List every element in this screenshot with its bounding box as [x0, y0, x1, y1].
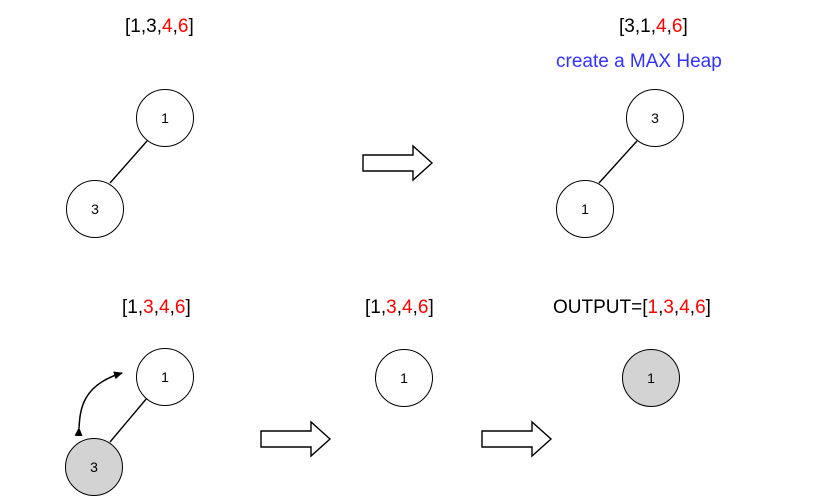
array-token: 6 [671, 16, 683, 37]
tree-node-root-step3: 1 [136, 348, 194, 406]
array-token: ] [705, 297, 711, 318]
array-token: 4 [159, 297, 170, 318]
array-token: [ [642, 297, 648, 318]
array-label-step1: [1,3,4,6] [125, 16, 194, 38]
edge-step1 [109, 140, 148, 184]
tree-node-child-step3-removed: 3 [65, 438, 123, 496]
array-token: , [634, 16, 641, 37]
array-token: 4 [656, 16, 667, 37]
edge-step2 [598, 140, 638, 184]
array-token: , [666, 16, 672, 37]
array-token: 3 [146, 16, 157, 37]
array-token: 3 [143, 297, 154, 318]
array-token: , [172, 16, 178, 37]
array-token: 3 [663, 297, 674, 318]
array-token: 4 [162, 16, 173, 37]
array-token: , [137, 297, 144, 318]
array-token: , [650, 16, 656, 37]
array-token: , [689, 297, 696, 318]
array-token: ] [185, 297, 191, 318]
array-token: 6 [174, 297, 186, 318]
array-token: [ [122, 297, 128, 318]
transition-arrow-2 [260, 420, 332, 458]
array-token: [ [619, 16, 625, 37]
array-token: 4 [679, 297, 690, 318]
array-label-step4: [1,3,4,6] [365, 297, 434, 319]
array-token: 1 [370, 297, 381, 318]
array-token: , [140, 16, 147, 37]
array-label-step2: [3,1,4,6] [619, 16, 688, 38]
array-token: , [156, 16, 162, 37]
array-token: 1 [640, 16, 651, 37]
array-token: 3 [624, 16, 635, 37]
transition-arrow-1 [362, 144, 434, 182]
tree-node-single-step4: 1 [375, 349, 433, 407]
array-token: 4 [402, 297, 413, 318]
tree-node-root-step2: 3 [626, 89, 684, 147]
array-token: 1 [647, 297, 659, 318]
array-token: , [412, 297, 418, 318]
array-token: 6 [417, 297, 429, 318]
array-token: ] [188, 16, 194, 37]
array-token: , [169, 297, 175, 318]
array-token: , [658, 297, 664, 318]
array-token: , [673, 297, 680, 318]
array-token: 1 [130, 16, 141, 37]
output-prefix: OUTPUT= [553, 297, 643, 318]
max-heap-note: create a MAX Heap [556, 51, 722, 72]
swap-arrow [74, 371, 123, 437]
array-token: , [396, 297, 402, 318]
array-token: [ [365, 297, 371, 318]
array-token: , [380, 297, 387, 318]
transition-arrow-3 [481, 420, 553, 458]
tree-node-single-step5-removed: 1 [622, 349, 680, 407]
array-token: 6 [177, 16, 189, 37]
array-token: ] [428, 297, 434, 318]
array-token: 3 [386, 297, 397, 318]
array-token: ] [682, 16, 688, 37]
tree-node-child-step2: 1 [556, 180, 614, 238]
array-token: 1 [127, 297, 138, 318]
array-label-step3: [1,3,4,6] [122, 297, 191, 319]
tree-node-child-step1: 3 [66, 180, 124, 238]
output-label-step5: OUTPUT=[1,3,4,6] [553, 297, 711, 319]
array-token: 6 [695, 297, 706, 318]
array-token: [ [125, 16, 131, 37]
array-token: , [153, 297, 159, 318]
tree-node-root-step1: 1 [136, 89, 194, 147]
edge-step3 [109, 397, 148, 443]
